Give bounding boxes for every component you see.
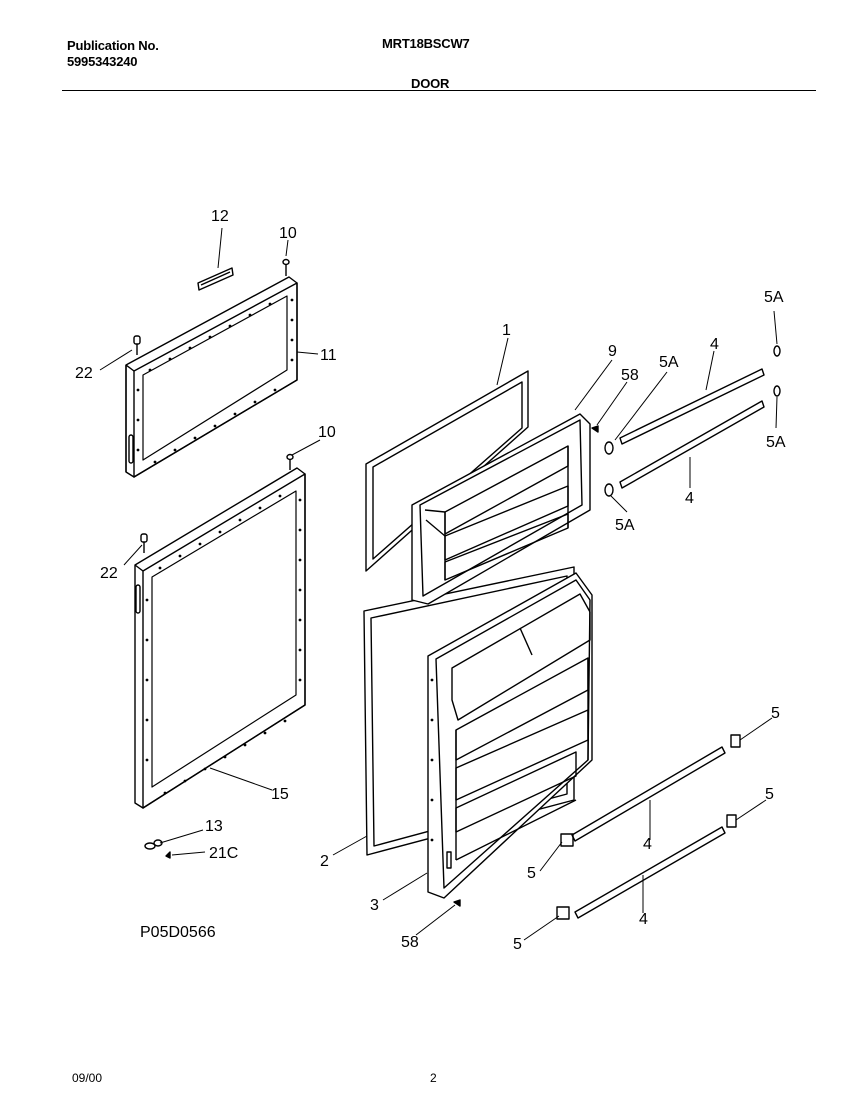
callout-12: 12 bbox=[211, 208, 229, 225]
publication-label: Publication No. bbox=[67, 38, 159, 53]
callout-5A-1: 5A bbox=[659, 354, 679, 371]
callout-4-4: 4 bbox=[639, 911, 648, 928]
callout-10-lower: 10 bbox=[318, 424, 336, 441]
part-15-fresh-food-door-panel bbox=[134, 467, 306, 809]
callout-9: 9 bbox=[608, 343, 617, 360]
footer-date: 09/00 bbox=[72, 1071, 103, 1085]
part-5A-end-cap-2 bbox=[773, 385, 781, 397]
part-13-hinge-bushing bbox=[144, 839, 163, 850]
part-21C-hinge-pin bbox=[165, 851, 171, 859]
callout-22-upper: 22 bbox=[75, 365, 93, 382]
callout-5-1: 5 bbox=[771, 705, 780, 722]
part-58-screw-upper bbox=[591, 425, 599, 433]
part-5-end-cap-1 bbox=[730, 734, 741, 748]
callout-2: 2 bbox=[320, 853, 329, 870]
part-22-screw-lower bbox=[140, 533, 148, 553]
callout-5A-4: 5A bbox=[615, 517, 635, 534]
part-58-screw-lower bbox=[453, 899, 461, 907]
section-title: DOOR bbox=[411, 76, 450, 91]
callout-5-4: 5 bbox=[513, 936, 522, 953]
model-number: MRT18BSCW7 bbox=[382, 36, 470, 51]
part-4-fresh-food-bar-upper bbox=[571, 746, 726, 842]
part-22-screw-upper bbox=[133, 335, 141, 355]
header-rule bbox=[62, 90, 816, 91]
part-5A-end-cap-3 bbox=[604, 441, 614, 455]
part-10-screw-upper bbox=[282, 258, 290, 276]
page-number: 2 bbox=[430, 1071, 437, 1085]
part-4-fresh-food-bar-lower bbox=[574, 826, 726, 919]
callout-4-2: 4 bbox=[685, 490, 694, 507]
part-5A-end-cap-1 bbox=[773, 345, 781, 357]
callout-5-3: 5 bbox=[527, 865, 536, 882]
part-5-end-cap-2 bbox=[726, 814, 737, 828]
part-4-freezer-bar-upper bbox=[619, 368, 765, 445]
callout-5A-3: 5A bbox=[766, 434, 786, 451]
callout-58-lower: 58 bbox=[401, 934, 419, 951]
callout-58-upper: 58 bbox=[621, 367, 639, 384]
part-11-freezer-door-panel bbox=[125, 276, 298, 478]
callout-21C: 21C bbox=[209, 845, 238, 862]
part-1-freezer-gasket bbox=[365, 370, 529, 572]
part-4-freezer-bar-lower bbox=[619, 400, 765, 489]
callout-13: 13 bbox=[205, 818, 223, 835]
part-9-freezer-door-liner bbox=[411, 413, 591, 605]
callout-4-1: 4 bbox=[710, 336, 719, 353]
callout-22-lower: 22 bbox=[100, 565, 118, 582]
figure-id: P05D0566 bbox=[140, 924, 216, 941]
callout-4-3: 4 bbox=[643, 836, 652, 853]
callout-11: 11 bbox=[320, 347, 337, 364]
part-10-screw-lower bbox=[286, 453, 294, 470]
callout-10-upper: 10 bbox=[279, 225, 297, 242]
part-12-nameplate bbox=[197, 267, 234, 291]
part-5-end-cap-3 bbox=[560, 833, 574, 847]
part-5A-end-cap-4 bbox=[604, 483, 614, 497]
callout-1: 1 bbox=[502, 322, 511, 339]
publication-number: 5995343240 bbox=[67, 54, 138, 69]
callout-5-2: 5 bbox=[765, 786, 774, 803]
part-3-fresh-food-door-liner bbox=[427, 572, 593, 899]
callout-3: 3 bbox=[370, 897, 379, 914]
callout-15: 15 bbox=[271, 786, 289, 803]
part-5-end-cap-4 bbox=[556, 906, 570, 920]
callout-5A-2: 5A bbox=[764, 289, 784, 306]
